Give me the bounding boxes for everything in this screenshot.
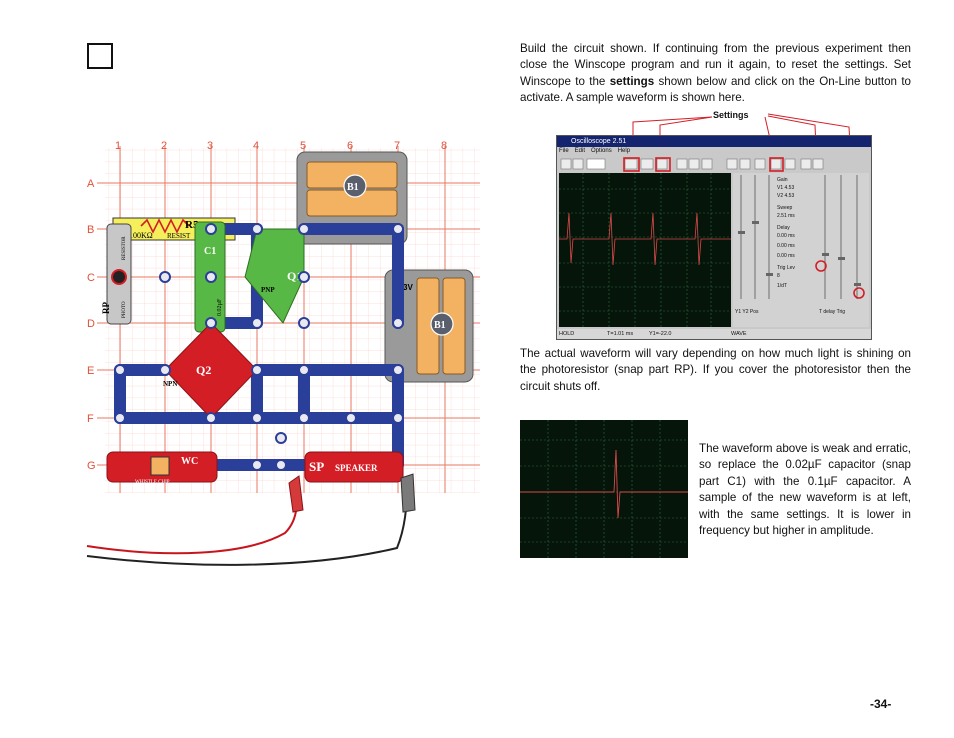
row-label-c: C	[87, 272, 95, 284]
col-label-6: 6	[347, 140, 353, 152]
status-hold: HOLD	[559, 331, 575, 337]
menu-options[interactable]: Options	[591, 148, 612, 154]
page-number: -34-	[870, 697, 892, 711]
col-label-2: 2	[161, 140, 167, 152]
osc-display	[559, 173, 731, 327]
svg-text:WHISTLE CHIP: WHISTLE CHIP	[135, 480, 170, 485]
col-label-4: 4	[253, 140, 259, 152]
panel-trig-lev: Trig Lev	[777, 265, 795, 271]
row-label-e: E	[87, 365, 94, 377]
svg-text:NPN: NPN	[163, 380, 177, 388]
svg-text:RP: RP	[101, 302, 111, 314]
menu-edit[interactable]: Edit	[574, 148, 586, 154]
svg-text:C1: C1	[204, 246, 216, 257]
panel-v2: V2 4.53	[777, 193, 795, 199]
col-label-5: 5	[300, 140, 306, 152]
panel-sweep-value: 2.51 ms	[777, 213, 795, 219]
osc-menu: File Edit Options Help	[559, 148, 636, 154]
svg-text:B1: B1	[347, 182, 359, 193]
oscilloscope-window: Oscilloscope 2.51 File Edit Options Help	[556, 135, 872, 340]
settings-callout: Settings	[713, 110, 749, 120]
osc-toolbar	[557, 156, 871, 172]
svg-text:PHOTO: PHOTO	[122, 301, 127, 318]
speaker-sp: SP SPEAKER	[304, 451, 404, 483]
col-label-1: 1	[115, 140, 121, 152]
svg-text:RESIST: RESIST	[167, 232, 191, 240]
svg-text:100KΩ: 100KΩ	[129, 231, 153, 240]
svg-text:B1: B1	[434, 320, 446, 331]
whistle-chip-wc: WC WHISTLE CHIP	[106, 451, 218, 485]
svg-text:0.02µF: 0.02µF	[217, 298, 223, 316]
status-wave: WAVE	[731, 331, 747, 337]
panel-gain: Gain	[777, 177, 788, 183]
probe-leads	[86, 473, 416, 566]
row-label-b: B	[87, 224, 94, 236]
col-label-8: 8	[441, 140, 447, 152]
status-y1: Y1=-22.0	[649, 331, 672, 337]
battery-b1-right: B1 3V	[384, 269, 474, 383]
osc-statusbar: HOLD T=1.01 ms Y1=-22.0 WAVE	[557, 329, 871, 339]
capacitor-paragraph: The waveform above is weak and erratic, …	[699, 442, 911, 538]
menu-file[interactable]: File	[559, 148, 569, 154]
panel-v1: V1 4.53	[777, 185, 795, 191]
panel-delay: Delay	[777, 225, 790, 231]
panel-dt: 1/dT	[777, 283, 788, 289]
circuit-diagram: 1 2 3 4 5 6 7 8 A B C D E F G B1 B1 3V R…	[86, 140, 480, 566]
svg-text:Q2: Q2	[196, 363, 211, 377]
menu-help[interactable]: Help	[617, 148, 631, 154]
osc-titlebar: Oscilloscope 2.51	[557, 136, 871, 147]
svg-text:RESISTOR: RESISTOR	[122, 236, 127, 260]
svg-text:SPEAKER: SPEAKER	[335, 463, 378, 473]
snap-connectors	[114, 223, 404, 471]
row-label-a: A	[87, 178, 95, 190]
panel-sweep: Sweep	[777, 205, 793, 211]
second-waveform-display	[520, 420, 688, 558]
battery-b1-top: B1	[296, 151, 408, 245]
row-label-d: D	[87, 318, 95, 330]
row-label-f: F	[87, 413, 94, 425]
panel-delay-2: 0.00 ms	[777, 243, 795, 249]
col-label-3: 3	[207, 140, 213, 152]
panel-trig-value: 8	[777, 273, 780, 279]
panel-delay-3: 0.00 ms	[777, 253, 795, 259]
status-time: T=1.01 ms	[607, 331, 634, 337]
svg-text:PNP: PNP	[261, 286, 275, 294]
svg-text:3V: 3V	[403, 283, 413, 292]
panel-bottom-left: Y1 Y2 Pos	[735, 309, 759, 315]
waveform-paragraph: The actual waveform will vary depending …	[520, 347, 911, 393]
col-label-7: 7	[394, 140, 400, 152]
photoresistor-rp: RP PHOTO RESISTOR	[101, 223, 132, 325]
svg-text:SP: SP	[309, 459, 324, 474]
intro-paragraph: Build the circuit shown. If continuing f…	[520, 42, 912, 105]
panel-bottom-right: T delay Trig	[819, 309, 846, 315]
svg-text:WC: WC	[181, 456, 198, 467]
transistor-q1: Q1 PNP	[244, 228, 305, 324]
panel-delay-1: 0.00 ms	[777, 233, 795, 239]
row-label-g: G	[87, 460, 96, 472]
osc-control-panel: Gain V1 4.53 V2 4.53 Sweep 2.51 ms Delay…	[733, 173, 869, 327]
svg-text:Q1: Q1	[287, 269, 302, 283]
experiment-checkbox[interactable]	[87, 43, 113, 69]
